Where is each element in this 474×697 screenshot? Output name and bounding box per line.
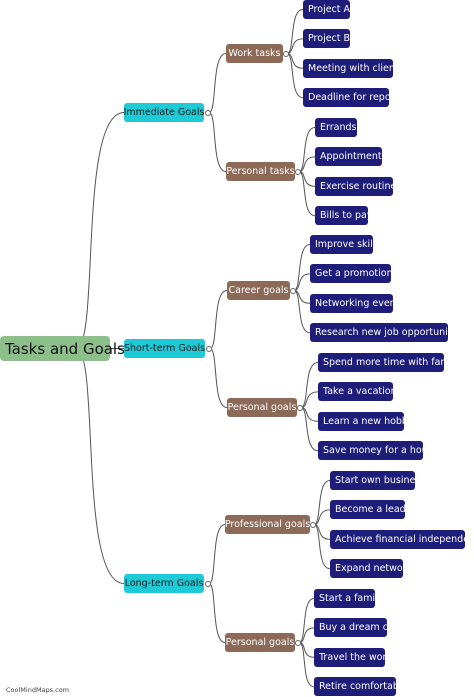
watermark: CoolMindMaps.com	[6, 686, 70, 694]
collapse-toggle-icon[interactable]	[290, 287, 296, 294]
leaf-node-research-new-job-opportunities[interactable]: Research new job opportunities	[310, 323, 465, 343]
group-node-personal-goals[interactable]: Personal goals	[227, 398, 297, 417]
branch-node-short-term-goals[interactable]: Short-term Goals	[124, 339, 205, 358]
connector-line	[298, 127, 316, 172]
branch-node-immediate-goals[interactable]: Immediate Goals	[124, 103, 204, 122]
leaf-node-project-b[interactable]: Project B	[303, 29, 350, 49]
connector-line	[300, 362, 319, 408]
collapse-toggle-icon[interactable]	[310, 521, 316, 528]
leaf-node-retire-comfortably[interactable]: Retire comfortably	[314, 677, 407, 697]
group-node-career-goals[interactable]: Career goals	[227, 281, 290, 300]
branch-node-long-term-goals[interactable]: Long-term Goals	[124, 574, 204, 593]
leaf-node-networking-events[interactable]: Networking events	[310, 293, 404, 313]
leaf-node-save-money-for-a-house[interactable]: Save money for a house	[318, 441, 438, 461]
connector-line	[293, 290, 311, 334]
collapse-toggle-icon[interactable]	[206, 345, 212, 352]
connector-line	[313, 524, 331, 570]
connector-line	[208, 112, 227, 172]
leaf-node-exercise-routine[interactable]: Exercise routine	[315, 176, 396, 196]
collapse-toggle-icon[interactable]	[295, 639, 301, 646]
leaf-node-deadline-for-report[interactable]: Deadline for report	[303, 88, 398, 108]
group-node-personal-goals[interactable]: Personal goals	[225, 633, 295, 652]
leaf-node-spend-more-time-with-family[interactable]: Spend more time with family	[318, 353, 461, 372]
leaf-node-start-a-family[interactable]: Start a family	[314, 589, 383, 608]
connector-line	[300, 407, 319, 452]
leaf-node-get-a-promotion[interactable]: Get a promotion	[310, 264, 393, 284]
connector-line	[293, 244, 311, 291]
connector-line	[209, 290, 228, 349]
leaf-node-take-a-vacation[interactable]: Take a vacation	[318, 382, 397, 402]
connector-line	[208, 583, 226, 643]
leaf-node-appointments[interactable]: Appointments	[315, 147, 387, 167]
leaf-node-errands[interactable]: Errands	[315, 118, 357, 137]
connector-line	[298, 642, 315, 688]
collapse-toggle-icon[interactable]	[205, 109, 211, 116]
connector-line	[75, 112, 125, 349]
connector-line	[298, 598, 315, 643]
collapse-toggle-icon[interactable]	[295, 168, 301, 175]
root-node-tasks-and-goals[interactable]: Tasks and Goals	[0, 336, 125, 361]
connector-line	[208, 524, 226, 584]
connector-line	[286, 53, 304, 99]
connector-line	[313, 480, 331, 525]
leaf-node-learn-a-new-hobby[interactable]: Learn a new hobby	[318, 411, 414, 431]
leaf-node-buy-a-dream-car[interactable]: Buy a dream car	[314, 618, 398, 638]
leaf-node-meeting-with-clients[interactable]: Meeting with clients	[303, 58, 404, 78]
connector-line	[209, 348, 228, 408]
connector-line	[208, 53, 227, 113]
leaf-node-start-own-business[interactable]: Start own business	[330, 471, 425, 490]
connector-line	[75, 348, 125, 584]
leaf-node-become-a-leader[interactable]: Become a leader	[330, 500, 415, 520]
connector-line	[298, 171, 316, 217]
group-node-professional-goals[interactable]: Professional goals	[225, 515, 310, 534]
leaf-node-bills-to-pay[interactable]: Bills to pay	[315, 206, 372, 226]
leaf-node-improve-skills[interactable]: Improve skills	[310, 235, 380, 254]
collapse-toggle-icon[interactable]	[205, 580, 211, 587]
leaf-node-expand-network[interactable]: Expand network	[330, 559, 412, 579]
leaf-node-project-a[interactable]: Project A	[303, 0, 350, 19]
collapse-toggle-icon[interactable]	[283, 50, 289, 57]
group-node-work-tasks[interactable]: Work tasks	[226, 44, 283, 63]
leaf-node-achieve-financial-independence[interactable]: Achieve financial independence	[330, 529, 474, 549]
connector-line	[286, 9, 304, 54]
group-node-personal-tasks[interactable]: Personal tasks	[226, 162, 295, 181]
collapse-toggle-icon[interactable]	[297, 404, 303, 411]
leaf-node-travel-the-world[interactable]: Travel the world	[314, 647, 395, 667]
